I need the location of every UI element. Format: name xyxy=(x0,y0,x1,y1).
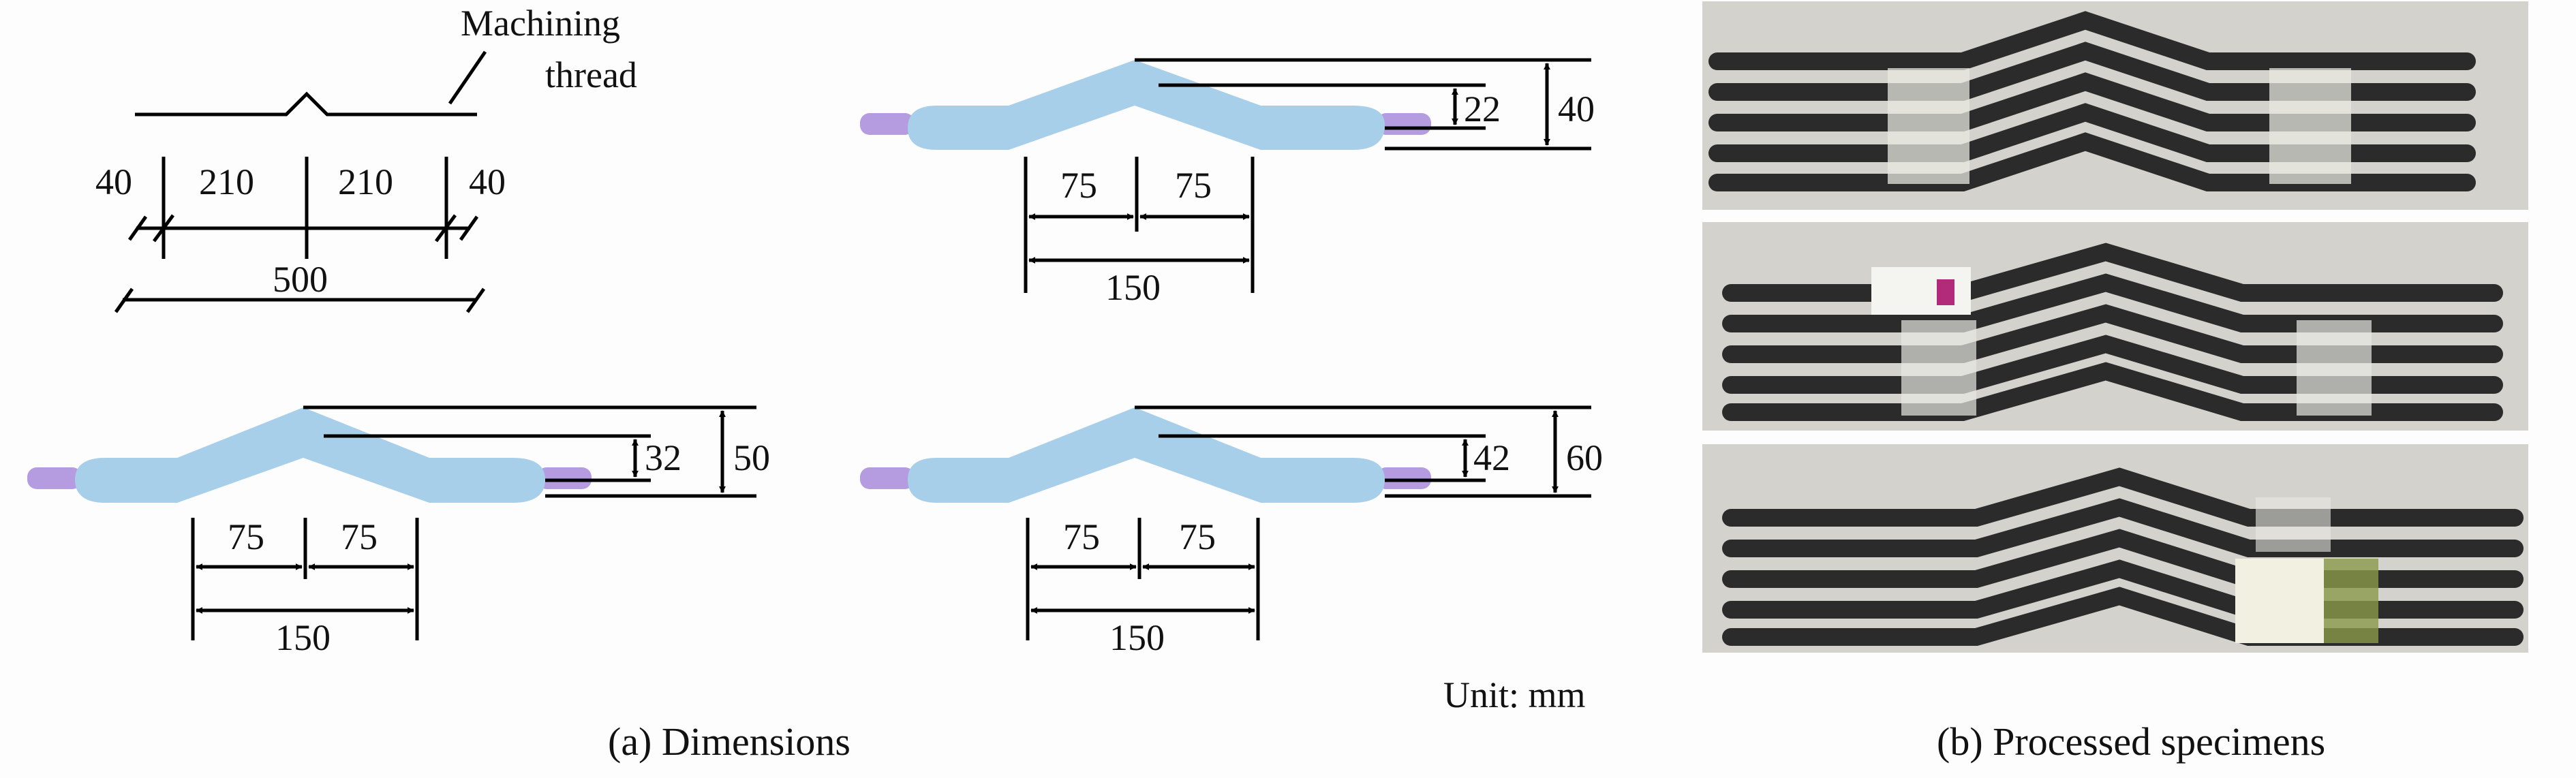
tick-mark xyxy=(127,215,148,241)
inner-height-label: 32 xyxy=(645,437,681,478)
tick-mark xyxy=(465,287,486,313)
half-length-label-right: 75 xyxy=(1175,165,1212,206)
photo-bottom xyxy=(1702,444,2528,653)
specimen-label-tag xyxy=(1871,267,1971,315)
half-length-label-left: 75 xyxy=(1063,516,1100,557)
segment-label-end-left: 40 xyxy=(95,161,132,202)
tape-wrap xyxy=(1901,320,1976,416)
tick-mark xyxy=(459,215,479,241)
inner-height-label: 22 xyxy=(1464,89,1501,129)
thread-end-right xyxy=(537,467,592,489)
total-length-label: 150 xyxy=(275,617,331,658)
specimen-bar xyxy=(908,407,1385,503)
outer-height-label: 60 xyxy=(1566,437,1603,478)
specimen-bar xyxy=(908,60,1385,150)
tick-mark xyxy=(152,214,175,243)
segment-label-left: 210 xyxy=(199,161,254,202)
half-length-label-left: 75 xyxy=(228,516,264,557)
half-length-label-right: 75 xyxy=(1179,516,1216,557)
rebar-profile-line xyxy=(135,91,477,116)
unit-label: Unit: mm xyxy=(1443,674,1586,715)
photo-top xyxy=(1702,1,2528,210)
specimen-3: 42 60 75 75 150 xyxy=(860,405,1603,658)
machining-label-line2: thread xyxy=(545,55,637,95)
specimen-2: 32 50 75 75 150 xyxy=(27,405,770,658)
tape-wrap xyxy=(2297,320,2372,416)
thread-end-right xyxy=(1377,113,1431,135)
segment-label-end-right: 40 xyxy=(469,161,506,202)
total-length-label: 150 xyxy=(1105,267,1161,308)
caption-panel-b: (b) Processed specimens xyxy=(1937,719,2325,764)
machining-label-line1: Machining xyxy=(461,3,620,44)
specimen-label-mark xyxy=(1937,279,1954,305)
thread-end-left xyxy=(860,467,915,489)
outer-height-label: 40 xyxy=(1558,89,1595,129)
thread-end-left xyxy=(860,113,915,135)
segment-label-right: 210 xyxy=(338,161,393,202)
specimen-bar xyxy=(75,407,545,503)
tape-wrap xyxy=(2269,68,2351,184)
thread-end-right xyxy=(1377,467,1431,489)
tape-wrap xyxy=(2256,497,2331,552)
half-length-label-right: 75 xyxy=(341,516,378,557)
half-length-label-left: 75 xyxy=(1060,165,1097,206)
tick-mark xyxy=(434,214,457,243)
thread-end-left xyxy=(27,467,82,489)
total-length-label: 150 xyxy=(1109,617,1165,658)
photo-middle xyxy=(1702,222,2528,431)
specimen-label-tag xyxy=(2235,559,2324,643)
tape-wrap xyxy=(1888,68,1969,184)
inner-height-label: 42 xyxy=(1473,437,1510,478)
schematic-overview: Machining thread 40 210 210 40 500 xyxy=(95,3,637,313)
tape-wrap xyxy=(2324,559,2378,643)
total-length-label: 500 xyxy=(273,259,328,300)
caption-panel-a: (a) Dimensions xyxy=(608,719,850,764)
specimen-1: 22 40 75 75 150 xyxy=(860,58,1595,308)
machining-leader-line xyxy=(448,50,487,105)
outer-height-label: 50 xyxy=(733,437,770,478)
tick-mark xyxy=(114,287,134,313)
